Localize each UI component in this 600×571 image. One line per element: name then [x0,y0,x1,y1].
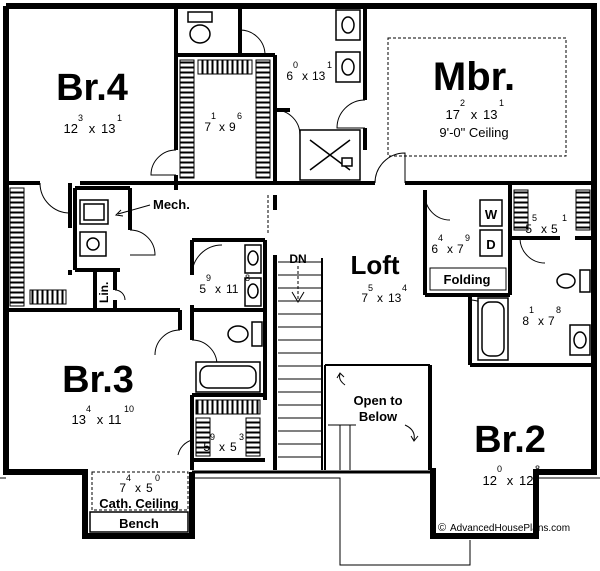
dim-loft-h-in: 4 [402,283,407,293]
labels: Br.4 12 3 x 13 1 Mbr. 17 2 x 13 1 9'-0" … [56,55,570,534]
dim-br2-h-in: 8 [535,464,540,474]
washer-label: W [485,207,498,222]
dim-br3-h: 11 [108,412,122,427]
dim-nook-h: 5 [146,481,153,495]
folding-counter [429,267,507,291]
dim-br4-w-in: 3 [78,113,83,123]
dim-closet2-w: 5 [525,222,532,236]
dim-bath2-h-in: 8 [556,305,561,315]
dim-br3-w: 13 [72,412,86,427]
dim-br2-h: 12 [519,473,533,488]
dim-closet4-w: 7 [204,120,211,134]
room-name-mbr: Mbr. [433,55,515,99]
dim-hbath-h: 11 [226,282,239,296]
dim-br3-x: x [97,412,104,427]
bench-label: Bench [119,516,159,531]
stair [278,258,356,470]
dim-loft-w-in: 5 [368,283,373,293]
dim-nook-h-in: 0 [155,473,160,483]
dim-laundry-x: x [447,242,453,256]
dim-mbr-h-in: 1 [499,98,504,108]
dim-closet2-h: 5 [551,222,558,236]
fixtures [79,9,591,533]
room-name-loft: Loft [350,250,399,280]
room-name-br3: Br.3 [62,359,134,401]
dim-nook-w: 7 [119,481,126,495]
dim-mbath-h-in: 1 [327,60,332,70]
mech-arrowhead [114,209,124,217]
dim-loft-x: x [377,291,383,305]
dim-closet3-x: x [219,440,225,454]
dim-mbr-w: 17 [446,107,460,122]
dryer-label: D [486,237,495,252]
interior-walls [6,6,594,470]
dim-laundry-w: 6 [431,242,438,256]
dashed-outlines [91,37,567,511]
dim-closet3-w: 5 [203,440,210,454]
dim-bath2-w: 8 [522,314,529,328]
dim-hbath-w: 5 [199,282,206,296]
dim-loft-h: 13 [388,291,402,305]
dim-mbr-w-in: 2 [460,98,465,108]
dim-laundry-w-in: 4 [438,233,443,243]
dim-mbath-w-in: 0 [293,60,298,70]
dim-mbath-x: x [302,69,308,83]
dim-br4-h-in: 1 [117,113,122,123]
copyright-symbol: © [438,522,446,534]
dim-br4-x: x [89,121,96,136]
dim-laundry-h-in: 9 [465,233,470,243]
dim-hbath-w-in: 9 [206,273,211,283]
dim-closet2-h-in: 1 [562,213,567,223]
open-to-below-line1: Open to [353,393,402,408]
closet-shelving [9,59,591,457]
dim-br3-h-in: 10 [124,404,134,414]
room-name-br2: Br.2 [474,419,546,461]
dim-bath2-h: 7 [548,314,555,328]
stairs-dn-label: DN [289,252,306,266]
credit-text: AdvancedHousePlans.com [450,523,570,534]
dim-closet4-h-in: 6 [237,111,242,121]
open-to-below-line2: Below [359,409,398,424]
mbr-ceiling-note: 9'-0" Ceiling [439,125,508,140]
dim-closet2-w-in: 5 [532,213,537,223]
dim-br4-h: 13 [101,121,115,136]
linen-label: Lin. [97,282,111,303]
dim-nook-w-in: 4 [126,473,131,483]
dim-mbr-x: x [471,107,478,122]
dim-loft-w: 7 [361,291,368,305]
dim-laundry-h: 7 [457,242,464,256]
porch-outline [0,477,600,566]
mech-arrow [117,204,151,215]
folding-label: Folding [444,272,491,287]
dim-hbath-h-in: 8 [245,273,250,283]
dim-br4-w: 12 [64,121,78,136]
dim-closet4-h: 9 [229,120,236,134]
dim-closet3-h: 5 [230,440,237,454]
open-to-below-arrows [336,372,419,442]
dim-br3-w-in: 4 [86,404,91,414]
dim-br2-w: 12 [483,473,497,488]
dim-mbath-h: 13 [312,69,326,83]
dim-br2-x: x [507,473,514,488]
mech-label: Mech. [153,197,190,212]
dim-closet4-w-in: 1 [211,111,216,121]
dim-closet3-w-in: 9 [210,432,215,442]
dim-mbath-w: 6 [286,69,293,83]
dim-bath2-x: x [538,314,544,328]
dim-nook-x: x [135,481,141,495]
dim-mbr-h: 13 [483,107,497,122]
dim-closet2-x: x [541,222,547,236]
dim-bath2-w-in: 1 [529,305,534,315]
dim-hbath-x: x [215,282,221,296]
room-name-br4: Br.4 [56,67,128,109]
dim-br2-w-in: 0 [497,464,502,474]
nook-ceiling-note: Cath. Ceiling [99,496,179,511]
dim-closet4-x: x [219,120,225,134]
exterior-walls [3,3,597,539]
dim-closet3-h-in: 3 [239,432,244,442]
